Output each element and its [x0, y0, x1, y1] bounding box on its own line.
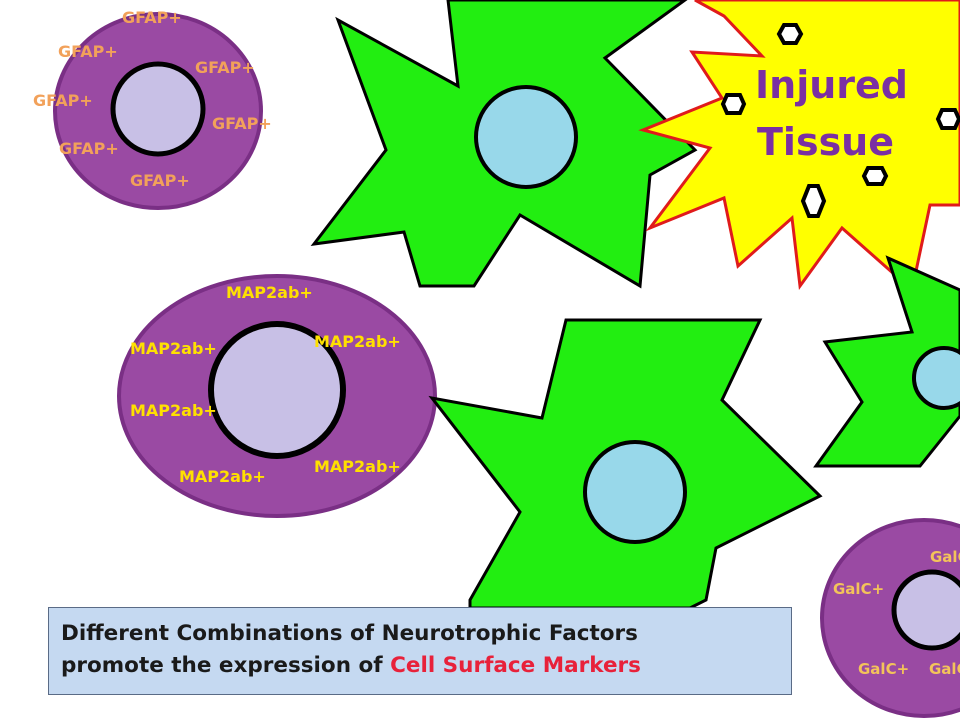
particle-icon — [720, 93, 747, 115]
gfap-label: GFAP+ — [195, 58, 255, 77]
stem-cell-right — [813, 255, 960, 468]
gfap-label: GFAP+ — [212, 114, 272, 133]
injured-tissue-label-line2: Tissue — [757, 120, 894, 164]
gfap-label: GFAP+ — [33, 91, 93, 110]
gfap-label: GFAP+ — [122, 8, 182, 27]
galc-label: GalC+ — [833, 580, 884, 598]
galc-label: GalC+ — [858, 660, 909, 678]
gfap-label: GFAP+ — [130, 171, 190, 190]
particle-icon — [800, 184, 827, 218]
particle-icon — [861, 166, 889, 186]
caption-box: Different Combinations of Neurotrophic F… — [48, 607, 792, 695]
neuron-cell: MAP2ab+ MAP2ab+ MAP2ab+ MAP2ab+ MAP2ab+ … — [117, 274, 437, 518]
stem-cell-top — [310, 0, 698, 289]
map2ab-label: MAP2ab+ — [314, 332, 401, 351]
particle-icon — [935, 108, 960, 130]
gfap-label: GFAP+ — [58, 42, 118, 61]
astrocyte-cell: GFAP+ GFAP+ GFAP+ GFAP+ GFAP+ GFAP+ GFAP… — [33, 8, 272, 210]
caption-line-2: promote the expression of Cell Surface M… — [61, 650, 779, 682]
galc-label: GalC+ — [929, 660, 960, 678]
map2ab-label: MAP2ab+ — [130, 401, 217, 420]
map2ab-label: MAP2ab+ — [314, 457, 401, 476]
stem-cell-middle — [428, 318, 823, 610]
gfap-label: GFAP+ — [59, 139, 119, 158]
map2ab-label: MAP2ab+ — [226, 283, 313, 302]
map2ab-label: MAP2ab+ — [179, 467, 266, 486]
oligodendrocyte-cell: GalC+ GalC+ GalC+ GalC+ — [820, 518, 960, 718]
injured-tissue-label-line1: Injured — [755, 63, 908, 107]
caption-line-2-prefix: promote the expression of — [61, 653, 391, 678]
caption-line-1: Different Combinations of Neurotrophic F… — [61, 621, 638, 646]
particle-icon — [776, 23, 804, 45]
injured-tissue-burst: Injured Tissue — [638, 0, 960, 293]
map2ab-label: MAP2ab+ — [130, 339, 217, 358]
galc-label: GalC+ — [930, 548, 960, 566]
caption-highlight: Cell Surface Markers — [390, 653, 641, 678]
